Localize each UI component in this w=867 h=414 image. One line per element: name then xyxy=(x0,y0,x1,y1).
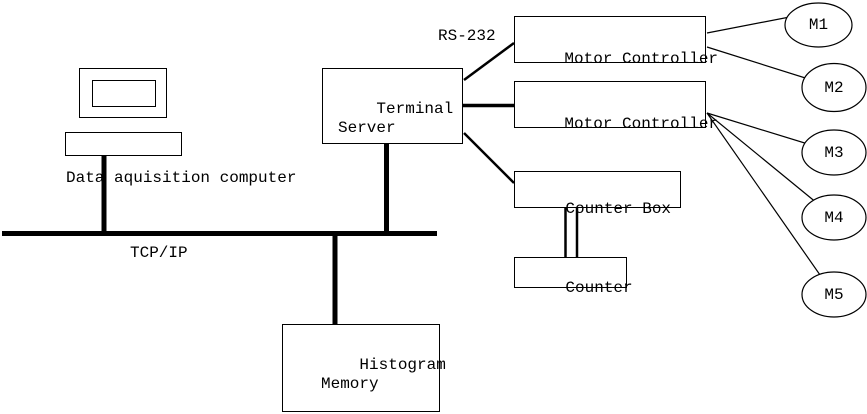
data-acquisition-computer-label: Data aquisition computer xyxy=(66,169,297,187)
motor-m5-ellipse xyxy=(801,271,867,318)
computer-keyboard-icon xyxy=(65,132,182,156)
motor-controller-2-box: Motor Controller xyxy=(514,81,718,133)
terminal-to-counterbox-line xyxy=(463,132,515,184)
motorcontroller2-to-m5-line xyxy=(706,112,835,296)
terminal-to-motorcontroller1-line xyxy=(463,41,515,82)
motorcontroller2-to-m4-line xyxy=(706,112,835,218)
motor-controller-2-label: Motor Controller xyxy=(564,115,719,133)
motor-m2-label: M2 xyxy=(824,78,844,97)
motor-controller-1-label: Motor Controller xyxy=(564,50,719,68)
motor-controller-1-box: Motor Controller xyxy=(514,16,718,68)
motor-m1-ellipse xyxy=(784,2,853,48)
histogram-memory-label: Histogram Memory xyxy=(321,356,446,393)
motor-m4-label: M4 xyxy=(824,208,844,227)
histogram-memory-box: Histogram Memory xyxy=(282,324,446,412)
counter-box: Counter xyxy=(514,257,633,297)
tcpip-label: TCP/IP xyxy=(130,244,188,262)
rs232-label: RS-232 xyxy=(438,27,496,45)
terminal-server-label: Terminal Server xyxy=(338,100,454,137)
computer-screen-icon xyxy=(92,80,156,107)
motor-m5-label: M5 xyxy=(824,285,844,304)
motor-m1-label: M1 xyxy=(808,16,829,34)
counter-label: Counter xyxy=(565,279,633,297)
motor-m2-ellipse xyxy=(801,62,867,113)
motor-m4-ellipse xyxy=(801,194,867,241)
counter-box-label: Counter Box xyxy=(565,200,672,218)
counter-box-box: Counter Box xyxy=(514,171,681,218)
motor-m3-label: M3 xyxy=(824,143,844,162)
terminal-server-box: Terminal Server xyxy=(322,68,463,144)
motor-m3-ellipse xyxy=(801,129,867,176)
motorcontroller1-to-m1-line xyxy=(706,14,801,34)
